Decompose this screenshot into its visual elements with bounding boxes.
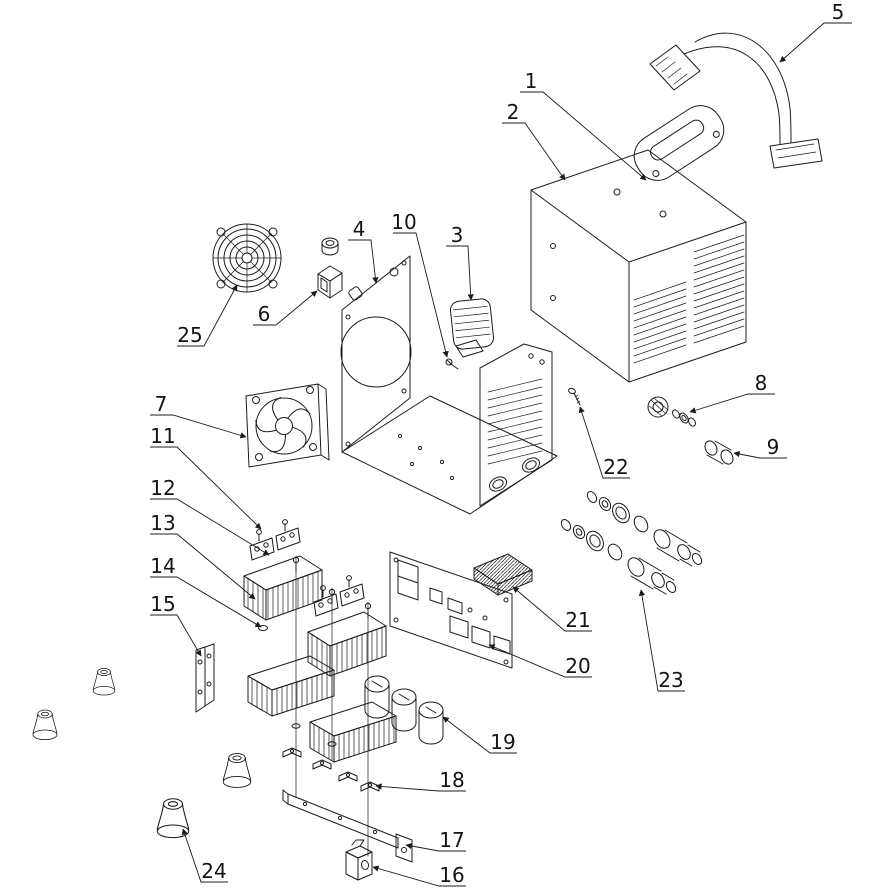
leader-line-5	[779, 22, 852, 63]
part-label-24: 24	[201, 859, 226, 883]
fan-guard	[212, 223, 282, 293]
mounting-bracket	[195, 643, 215, 713]
part-label-20: 20	[565, 654, 590, 678]
cooling-fan	[245, 383, 330, 468]
leader-lines	[150, 22, 852, 887]
carry-handle	[633, 105, 725, 181]
capacitors	[364, 675, 444, 745]
leader-line-9	[733, 450, 787, 459]
shoulder-strap	[649, 32, 823, 169]
chassis-frame	[340, 255, 558, 515]
leader-line-1	[520, 91, 647, 181]
grommet	[321, 237, 339, 256]
part-label-2: 2	[507, 100, 520, 124]
part-label-10: 10	[391, 210, 416, 234]
power-switch	[317, 265, 343, 299]
part-label-6: 6	[258, 302, 271, 326]
leader-line-23	[638, 589, 685, 692]
part-label-14: 14	[150, 554, 175, 578]
control-pcb	[389, 551, 513, 669]
part-label-17: 17	[439, 828, 464, 852]
insulator-washer	[258, 625, 268, 631]
leader-line-10	[393, 232, 449, 358]
part-label-5: 5	[832, 0, 845, 24]
leader-line-2	[502, 122, 566, 181]
part-label-12: 12	[150, 476, 175, 500]
part-label-11: 11	[150, 424, 175, 448]
rectifier-block	[473, 553, 533, 596]
part-label-23: 23	[658, 668, 683, 692]
outer-case	[530, 149, 747, 383]
leader-line-21	[512, 586, 592, 632]
part-label-25: 25	[177, 323, 202, 347]
leader-line-17	[405, 842, 466, 852]
leader-line-22	[578, 406, 630, 479]
leader-line-24	[181, 828, 228, 883]
mounting-bar	[282, 789, 413, 863]
part-label-21: 21	[565, 608, 590, 632]
sensor-box	[345, 839, 373, 881]
screw-10	[445, 358, 459, 370]
leader-line-15	[150, 614, 202, 657]
part-label-16: 16	[439, 863, 464, 887]
terminal-cap	[704, 440, 734, 465]
part-label-9: 9	[767, 435, 780, 459]
leader-line-18	[375, 783, 466, 792]
leader-line-20	[488, 644, 592, 678]
part-labels: 1 2 3 4 5 6 7 8 9 10 11 12 13 14 15 16 1…	[150, 0, 844, 887]
leader-line-19	[442, 716, 517, 754]
part-label-15: 15	[150, 592, 175, 616]
part-label-1: 1	[525, 69, 538, 93]
part-label-3: 3	[451, 223, 464, 247]
part-label-4: 4	[353, 217, 366, 241]
part-label-8: 8	[755, 371, 768, 395]
leader-line-11	[150, 446, 262, 530]
part-label-18: 18	[439, 768, 464, 792]
leader-line-7	[150, 414, 247, 439]
screw-22	[568, 387, 581, 406]
leader-line-25	[177, 284, 238, 347]
part-label-22: 22	[603, 455, 628, 479]
part-label-7: 7	[155, 392, 168, 416]
leader-line-14	[150, 576, 262, 628]
assembly-axis-lines	[291, 555, 372, 857]
part-label-19: 19	[490, 730, 515, 754]
leader-line-16	[372, 865, 466, 887]
leader-line-3	[446, 245, 474, 301]
part-label-13: 13	[150, 511, 175, 535]
leader-line-4	[348, 239, 379, 284]
terminal-nut-washers	[647, 396, 696, 427]
leader-line-12	[150, 498, 270, 556]
leader-line-6	[253, 290, 318, 326]
leader-line-13	[150, 533, 256, 600]
leader-line-8	[689, 393, 775, 414]
fan-blades	[255, 397, 311, 453]
